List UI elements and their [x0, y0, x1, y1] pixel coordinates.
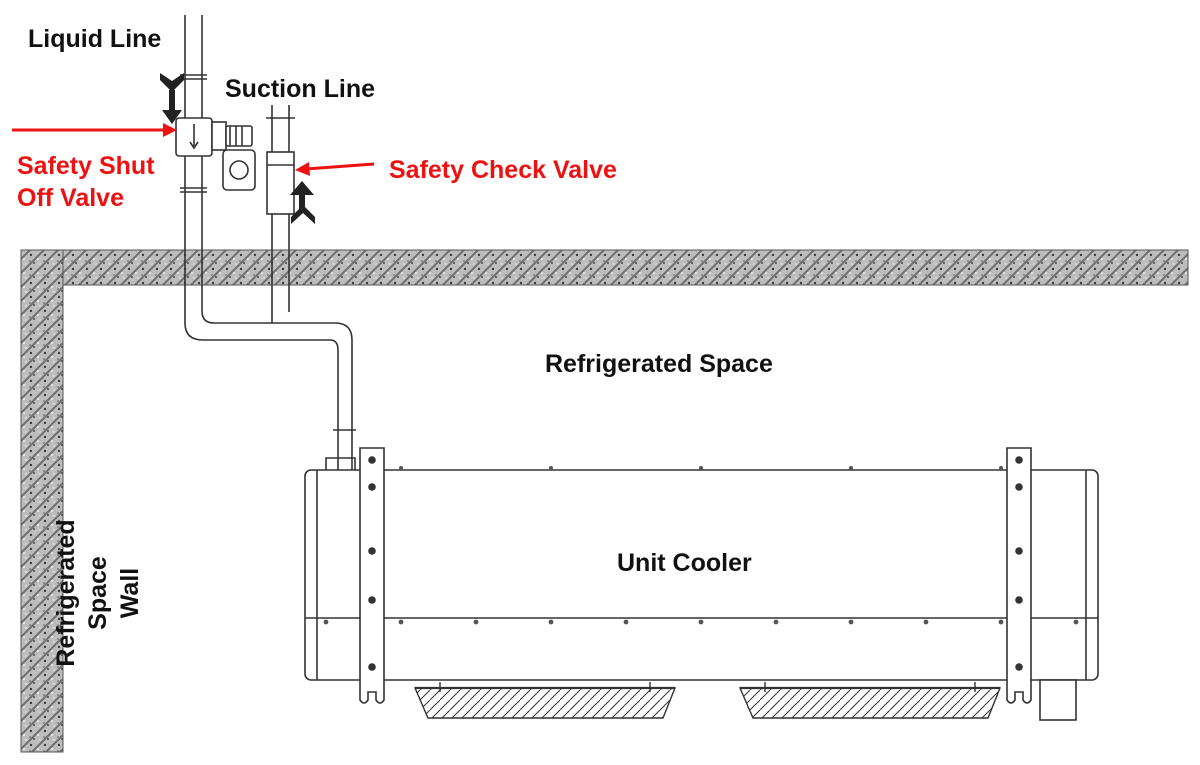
- liquid-line-pipe: [180, 15, 356, 475]
- suction-flow-arrow-icon: [290, 181, 315, 224]
- safety-check-valve: [266, 151, 295, 215]
- wall-label-line2: Wall: [116, 567, 144, 619]
- refrigerated-space-wall-label: Refrigerated Space Wall: [50, 511, 146, 675]
- wall-label-line1: Refrigerated Space: [52, 519, 112, 667]
- fan-guard-right: [738, 682, 1002, 719]
- unit-cooler-label: Unit Cooler: [617, 549, 752, 577]
- shutoff-valve-callout-arrow: [12, 123, 177, 137]
- safety-check-valve-label: Safety Check Valve: [389, 156, 617, 184]
- unit-cooler: [304, 457, 1099, 721]
- refrigerated-space-label: Refrigerated Space: [545, 350, 773, 378]
- left-mounting-rail: [359, 447, 385, 704]
- safety-shutoff-valve-label-line2: Off Valve: [17, 184, 124, 212]
- safety-shutoff-valve: [175, 117, 256, 191]
- right-mounting-rail: [1006, 447, 1032, 704]
- suction-line-label: Suction Line: [225, 75, 375, 103]
- fan-guard-left: [413, 682, 677, 719]
- safety-shutoff-valve-label: Safety Shut Off Valve: [17, 150, 155, 214]
- safety-shutoff-valve-label-line1: Safety Shut: [17, 152, 155, 180]
- check-valve-callout-arrow: [295, 162, 375, 176]
- liquid-flow-arrow-icon: [160, 73, 184, 124]
- refrigerated-space-wall: [20, 249, 64, 753]
- unit-cooler-bolts: [323, 466, 1079, 625]
- liquid-line-label: Liquid Line: [28, 25, 162, 53]
- ceiling-slab: [20, 249, 1189, 286]
